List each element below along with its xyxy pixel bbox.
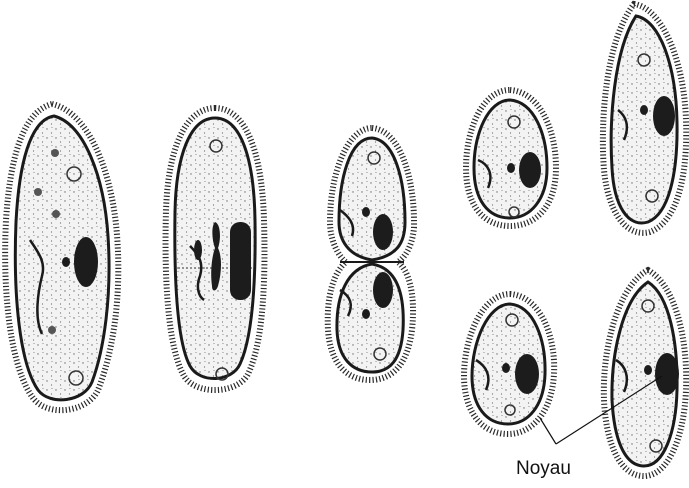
food-vacuole [48, 326, 56, 334]
paramecium-cell-1 [5, 104, 118, 410]
micronucleus [62, 257, 70, 267]
cell-body-upper [339, 138, 405, 260]
macronucleus [373, 214, 393, 250]
micronucleus [362, 207, 370, 217]
macronucleus [515, 354, 539, 394]
micronucleus [194, 240, 202, 260]
paramecium-cell-2 [166, 108, 265, 390]
macronucleus [653, 96, 675, 136]
macronucleus [373, 272, 393, 308]
micronucleus [507, 163, 515, 173]
macronucleus [519, 152, 541, 188]
food-vacuole [52, 210, 60, 218]
nucleus-label: Noyau [516, 458, 571, 479]
micronucleus [644, 365, 652, 375]
macronucleus [230, 222, 251, 300]
micronucleus [362, 309, 370, 319]
micronucleus [502, 363, 510, 373]
paramecium-cell-6 [603, 4, 686, 233]
paramecium-cell-4 [466, 90, 556, 226]
micronucleus [640, 105, 648, 115]
leader-line [540, 418, 556, 444]
food-vacuole [34, 188, 42, 196]
cell-body-lower [337, 264, 403, 372]
paramecium-cell-5 [464, 294, 554, 434]
paramecium-cell-7 [604, 270, 686, 476]
macronucleus [74, 237, 98, 287]
food-vacuole [51, 149, 59, 157]
macronucleus [655, 353, 679, 395]
paramecium-cell-3 [328, 128, 414, 380]
